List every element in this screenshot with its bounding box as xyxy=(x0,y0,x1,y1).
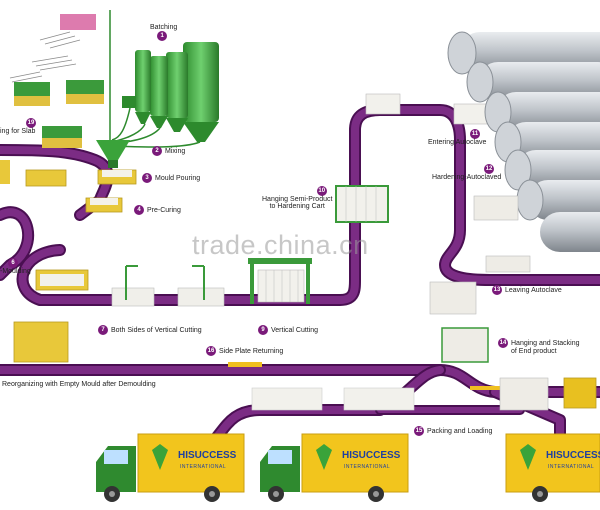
label-hanging-stacking-line1: Hanging and Stacking xyxy=(511,339,580,347)
label-slab: 19 ing for Slab xyxy=(0,118,39,135)
label-hardening-autoclaved-text: Hardening-Autoclaved xyxy=(432,174,502,181)
truck-2 xyxy=(260,433,409,502)
step-badge-19: 19 xyxy=(26,118,36,128)
cutting-stations xyxy=(111,258,312,307)
step-badge-13: 13 xyxy=(492,285,502,295)
batching-silos xyxy=(96,42,219,168)
label-hanging-stacking-line2: of End product xyxy=(511,348,557,355)
finished-blocks xyxy=(251,281,597,411)
label-batching-text: Batching xyxy=(150,24,178,31)
label-hanging-semi-line1: Hanging Semi-Product xyxy=(262,196,333,203)
slab-frames xyxy=(14,80,104,148)
step-badge-14: 14 xyxy=(498,338,508,348)
step-badge-3: 3 xyxy=(142,173,152,183)
label-leaving-autoclave-text: Leaving Autoclave xyxy=(505,286,562,294)
truck-3-brand-sub: INTERNATIONAL xyxy=(548,464,595,470)
hardening-cart xyxy=(335,93,495,223)
truck-2-brand-sub: INTERNATIONAL xyxy=(344,464,391,470)
label-demoulding: 6 -Moulding xyxy=(0,258,31,275)
truck-3 xyxy=(505,433,600,502)
label-hanging-semi: 10 Hanging Semi-Product to Hardening Car… xyxy=(262,186,332,210)
truck-2-brand: HISUCCESS xyxy=(342,450,401,461)
label-pre-curing-text: Pre-Curing xyxy=(147,206,181,214)
yellow-rails xyxy=(228,362,510,390)
step-badge-10: 10 xyxy=(316,186,327,196)
step-badge-6: 6 xyxy=(8,258,18,268)
label-hanging-semi-line2: to Hardening Cart xyxy=(269,203,325,210)
label-both-sides-text: Both Sides of Vertical Cutting xyxy=(111,326,202,334)
label-demoulding-text: -Moulding xyxy=(0,268,31,275)
autoclaves xyxy=(447,31,600,273)
label-mould-pouring-text: Mould Pouring xyxy=(155,174,201,182)
step-badge-15: 15 xyxy=(414,426,424,436)
raw-material-line xyxy=(9,10,111,160)
moulds xyxy=(0,160,137,363)
label-batching: Batching 1 xyxy=(150,24,177,41)
step-badge-16: 16 xyxy=(206,346,216,356)
step-badge-4: 4 xyxy=(134,205,144,215)
step-badge-9: 9 xyxy=(258,325,268,335)
label-entering-autoclave: 11 Entering Autoclave xyxy=(428,129,486,146)
label-slab-text: ing for Slab xyxy=(0,128,36,135)
step-badge-1: 1 xyxy=(157,31,168,41)
label-entering-autoclave-text: Entering Autoclave xyxy=(428,139,487,146)
step-badge-11: 11 xyxy=(470,129,480,139)
label-reorganizing-text: Reorganizing with Empty Mould after Demo… xyxy=(2,381,156,388)
watermark: trade.china.cn xyxy=(192,230,369,260)
label-side-plate-text: Side Plate Returning xyxy=(219,347,284,355)
label-mixing-text: Mixing xyxy=(165,147,186,155)
truck-1 xyxy=(96,433,245,502)
truck-3-brand: HISUCCESS xyxy=(546,450,600,461)
label-reorganizing: Reorganizing with Empty Mould after Demo… xyxy=(2,381,156,388)
label-vertical-cutting-text: Vertical Cutting xyxy=(271,326,319,334)
label-hardening-autoclaved: 12 Hardening-Autoclaved xyxy=(432,164,501,181)
truck-1-brand-sub: INTERNATIONAL xyxy=(180,464,227,470)
step-badge-2: 2 xyxy=(152,146,162,156)
label-packing-text: Packing and Loading xyxy=(427,427,493,435)
step-badge-7: 7 xyxy=(98,325,108,335)
truck-1-brand: HISUCCESS xyxy=(178,450,237,461)
step-badge-12: 12 xyxy=(484,164,494,174)
